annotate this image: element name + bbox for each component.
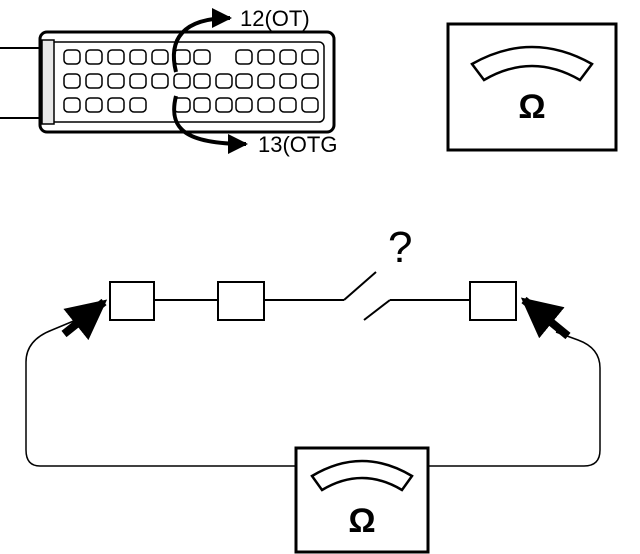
connector-latch <box>41 39 55 125</box>
probe-right-arrow <box>520 296 571 340</box>
connector-pins <box>63 49 319 113</box>
connector-pin-7 <box>193 49 211 65</box>
connector-pin-17 <box>173 73 191 89</box>
connector-pin-10 <box>279 49 297 65</box>
pin-12-arrow <box>171 8 232 73</box>
pin-13-arrow <box>172 95 248 154</box>
connector-pin-25 <box>85 97 103 113</box>
connector-pin-5 <box>151 49 169 65</box>
connector-pin-14 <box>107 73 125 89</box>
connector-pin-20 <box>235 73 253 89</box>
circuit: ? <box>25 223 601 467</box>
ohmmeter-bottom-scale <box>310 459 414 492</box>
connector-pin-32 <box>257 97 275 113</box>
test-lead-right <box>428 331 601 467</box>
connector-pin-18 <box>193 73 211 89</box>
pin-13-label: 13(OTG <box>258 132 337 157</box>
component-box-2 <box>217 281 265 321</box>
ohmmeter-top-scale <box>470 45 594 82</box>
connector <box>0 30 336 134</box>
connector-pin-11 <box>301 49 319 65</box>
ohm-symbol-icon: Ω <box>518 88 545 126</box>
connector-pin-16 <box>151 73 169 89</box>
pin-12-label: 12(OT) <box>240 6 310 31</box>
connector-pin-15 <box>129 73 147 89</box>
probe-left-arrow <box>61 298 108 341</box>
ohmmeter-top: Ω <box>446 22 618 152</box>
connector-pin-26 <box>107 97 125 113</box>
connector-pin-13 <box>85 73 103 89</box>
connector-pin-4 <box>129 49 147 65</box>
connector-pin-30 <box>215 97 233 113</box>
switch-blade-icon <box>343 271 377 301</box>
ohmmeter-top-body <box>446 22 618 152</box>
connector-pin-2 <box>85 49 103 65</box>
connector-pin-33 <box>279 97 297 113</box>
ohm-symbol-icon: Ω <box>348 502 375 540</box>
component-box-3 <box>469 281 517 321</box>
connector-pin-1 <box>63 49 81 65</box>
connector-pin-29 <box>193 97 211 113</box>
connector-pin-6 <box>173 49 191 65</box>
switch-gap-marker <box>363 299 391 321</box>
ohmmeter-bottom: Ω <box>294 446 430 554</box>
component-box-1 <box>109 281 155 321</box>
unknown-mark: ? <box>388 223 412 272</box>
connector-pin-19 <box>215 73 233 89</box>
connector-pin-12 <box>63 73 81 89</box>
connector-pin-31 <box>235 97 253 113</box>
connector-pin-23 <box>301 73 319 89</box>
connector-pin-21 <box>257 73 275 89</box>
test-lead-left <box>25 319 296 467</box>
connector-pin-9 <box>257 49 275 65</box>
connector-pin-22 <box>279 73 297 89</box>
connector-pin-34 <box>301 97 319 113</box>
connector-pin-24 <box>63 97 81 113</box>
connector-pin-3 <box>107 49 125 65</box>
connector-pin-27 <box>129 97 147 113</box>
connector-pin-8 <box>235 49 253 65</box>
